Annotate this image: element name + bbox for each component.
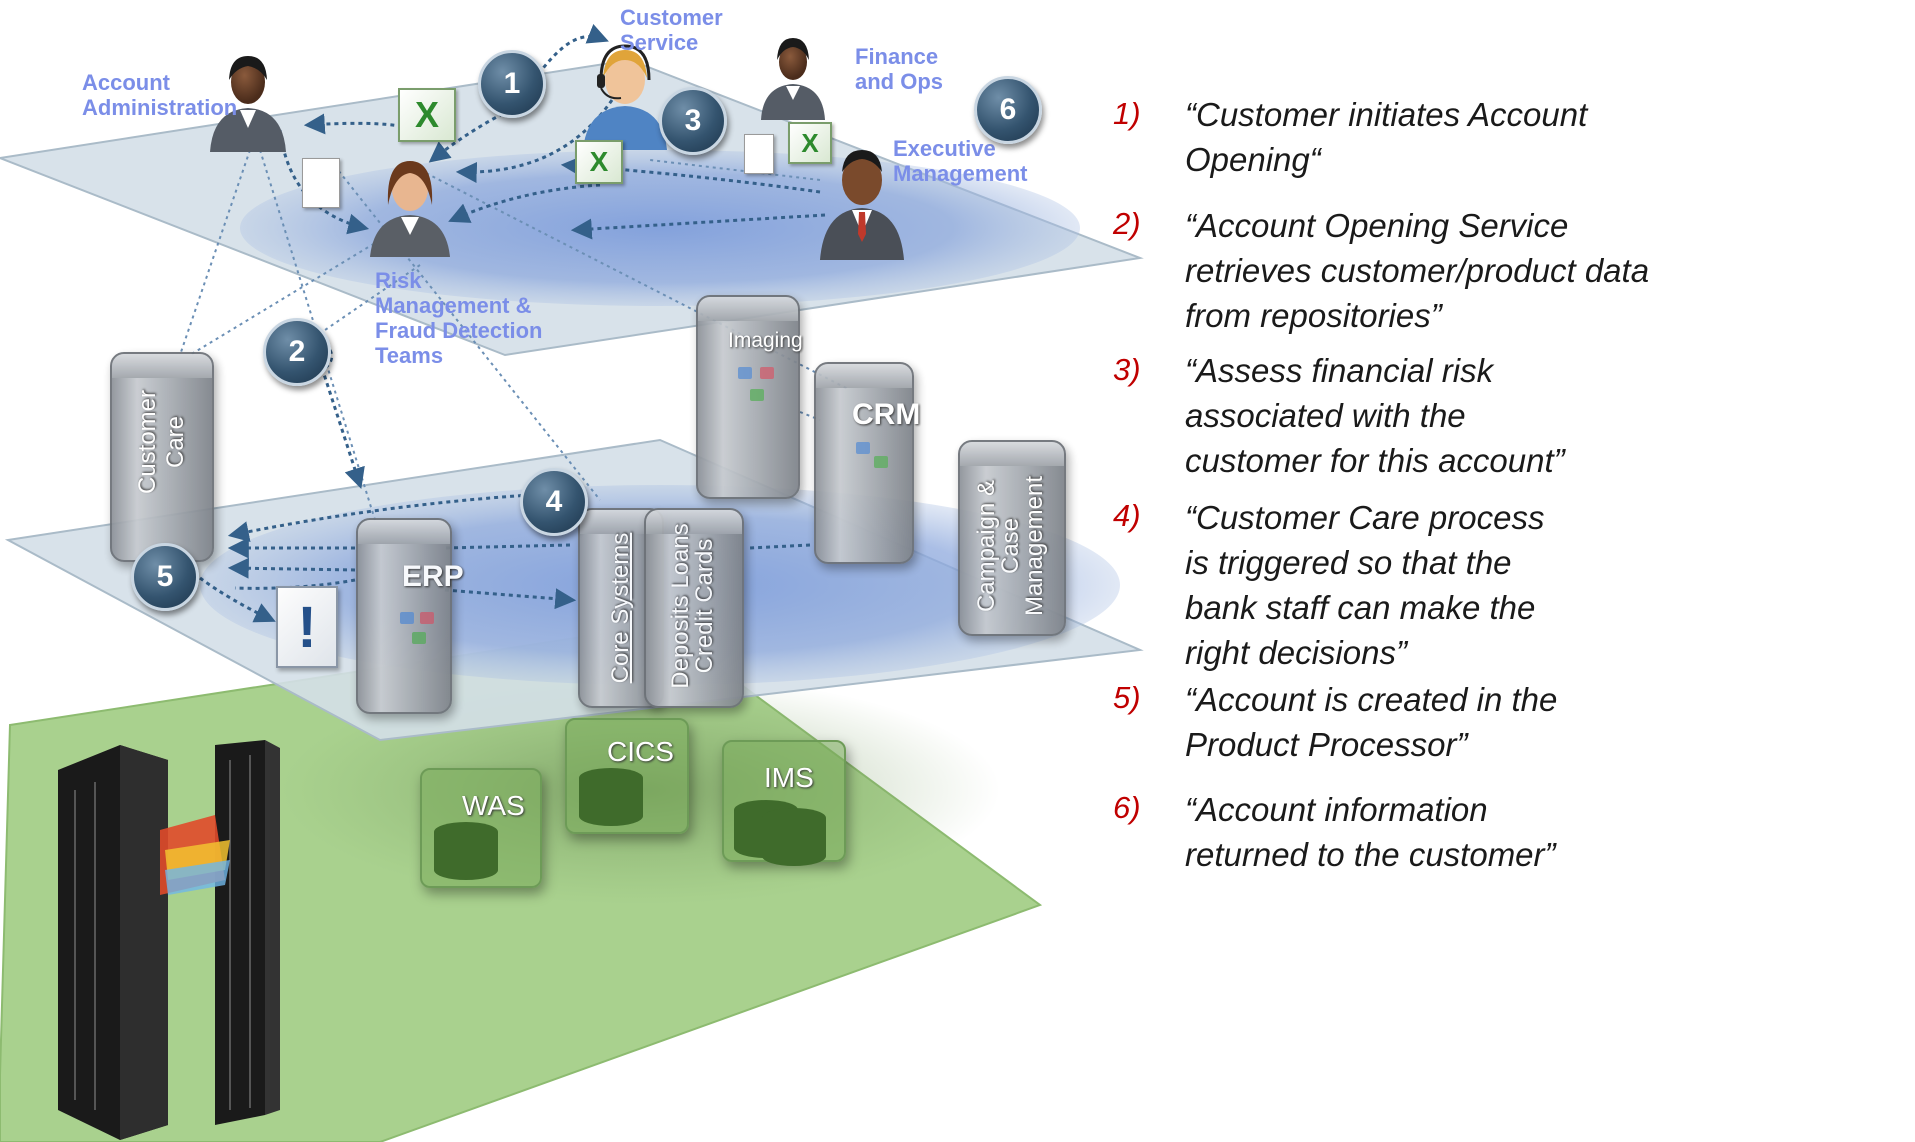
risk-team-label: Risk Management & Fraud Detection Teams	[375, 268, 543, 368]
imaging-server: Imaging	[696, 295, 803, 499]
crm-label: CRM	[852, 398, 921, 431]
database-icon	[434, 822, 498, 880]
legend-number: 3)	[1113, 352, 1141, 387]
campaign-server: Campaign & Case Management	[958, 440, 1066, 636]
server-chip	[750, 389, 764, 401]
deposits-server: Deposits Loans Credit Cards	[644, 508, 744, 708]
legend-number: 6)	[1113, 790, 1141, 825]
step-marker-6: 6	[974, 76, 1042, 144]
legend-text: “Assess financial risk associated with t…	[1185, 352, 1565, 479]
campaign-label: Campaign & Case Management	[973, 475, 1048, 617]
server-chip	[420, 612, 434, 624]
customer-care-server: Customer Care	[110, 352, 214, 562]
executive-person-icon	[820, 150, 904, 260]
was-box: WAS	[420, 768, 542, 888]
server-chip	[760, 367, 774, 379]
legend-number: 1)	[1113, 96, 1141, 131]
database-icon	[762, 808, 826, 866]
customer-care-label: Customer Care	[134, 389, 189, 495]
legend-text: “Customer initiates Account Opening“	[1185, 96, 1588, 178]
legend-text: “Account Opening Service retrieves custo…	[1185, 207, 1650, 334]
legend-text: “Account is created in the Product Proce…	[1185, 681, 1558, 763]
cics-label: CICS	[607, 736, 674, 767]
excel-icon: X	[398, 88, 456, 142]
erp-server: ERP	[356, 518, 464, 714]
core-systems-label: Core Systems	[607, 532, 634, 684]
server-chip	[874, 456, 888, 468]
finance-ops-person-icon	[761, 38, 825, 120]
finance-ops-label: Finance and Ops	[855, 44, 944, 94]
erp-label: ERP	[402, 560, 464, 593]
risk-team-person-icon	[370, 161, 450, 257]
legend-text: “Account information returned to the cus…	[1185, 791, 1556, 873]
legend-text: “Customer Care process is triggered so t…	[1185, 499, 1545, 671]
executive-label: Executive Management	[893, 136, 1028, 186]
step-marker-1: 1	[478, 50, 546, 118]
step-marker-4: 4	[520, 468, 588, 536]
server-chip	[400, 612, 414, 624]
server-chip	[856, 442, 870, 454]
step-marker-5: 5	[131, 543, 199, 611]
document-icon	[744, 134, 774, 174]
imaging-label: Imaging	[728, 329, 803, 352]
legend-number: 2)	[1113, 206, 1141, 241]
legend-number: 4)	[1113, 498, 1141, 533]
step-marker-2: 2	[263, 318, 331, 386]
server-chip	[412, 632, 426, 644]
alert-icon: !	[276, 586, 338, 668]
was-label: WAS	[462, 790, 525, 821]
crm-server: CRM	[814, 362, 920, 564]
server-chip	[738, 367, 752, 379]
customer-service-headset-icon	[583, 44, 667, 150]
step-marker-3: 3	[659, 87, 727, 155]
account-admin-person-icon	[210, 56, 286, 152]
document-icon	[302, 158, 340, 208]
database-icon	[579, 768, 643, 826]
flow-arrows-top	[278, 24, 826, 489]
deposits-label: Deposits Loans Credit Cards	[667, 523, 718, 689]
mainframe-icon	[58, 740, 280, 1140]
excel-icon: X	[788, 122, 832, 164]
customer-service-label: Customer Service	[620, 5, 723, 55]
layer-connectors	[179, 149, 851, 521]
ims-label: IMS	[764, 762, 814, 793]
cics-box: CICS	[565, 718, 689, 834]
ims-box: IMS	[722, 740, 846, 866]
excel-icon: X	[575, 140, 623, 184]
legend-number: 5)	[1113, 680, 1141, 715]
account-admin-label: Account Administration	[82, 70, 238, 120]
